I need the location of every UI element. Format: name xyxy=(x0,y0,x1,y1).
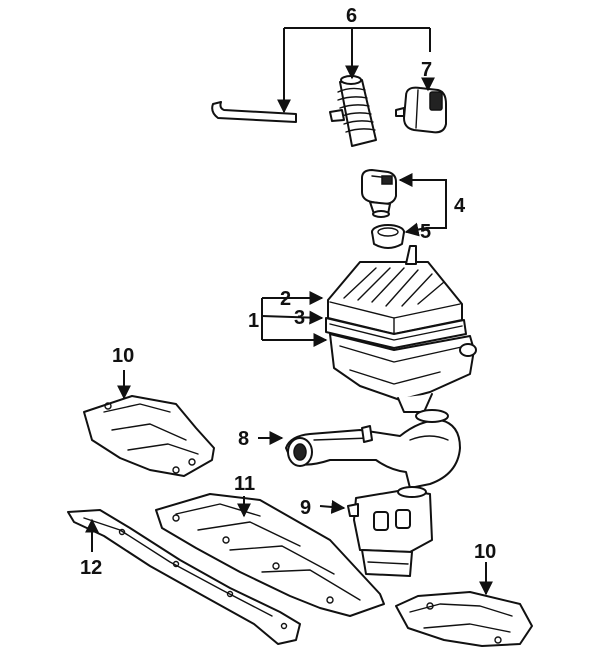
leader-lines xyxy=(85,27,493,596)
callout-3: 3 xyxy=(294,307,305,329)
part-ring-seal xyxy=(371,224,405,249)
callout-12: 12 xyxy=(80,557,102,579)
callout-2: 2 xyxy=(280,288,291,310)
callout-numbers: 6 7 4 5 2 3 1 10 8 11 9 10 12 xyxy=(80,5,496,579)
part-bracket-rail xyxy=(67,509,301,645)
callout-10-right: 10 xyxy=(474,541,496,563)
part-air-cleaner-assembly xyxy=(325,245,477,413)
callout-8: 8 xyxy=(238,428,249,450)
part-resonator xyxy=(395,86,447,134)
callout-11: 11 xyxy=(234,473,255,495)
part-breather-hose xyxy=(211,101,297,123)
part-throttle-body xyxy=(347,486,433,577)
callout-1: 1 xyxy=(248,310,259,332)
callout-9: 9 xyxy=(300,497,311,519)
part-under-cover xyxy=(155,493,385,617)
callout-6: 6 xyxy=(346,5,357,27)
part-intake-hose xyxy=(329,75,377,147)
callout-10-left: 10 xyxy=(112,345,134,367)
callout-7: 7 xyxy=(421,59,432,81)
callout-4: 4 xyxy=(454,195,466,217)
part-intake-duct xyxy=(285,409,461,489)
part-splash-shield-left xyxy=(83,395,215,477)
part-air-flow-meter xyxy=(361,169,397,218)
part-splash-shield-right xyxy=(395,591,533,647)
callout-5: 5 xyxy=(420,221,431,243)
